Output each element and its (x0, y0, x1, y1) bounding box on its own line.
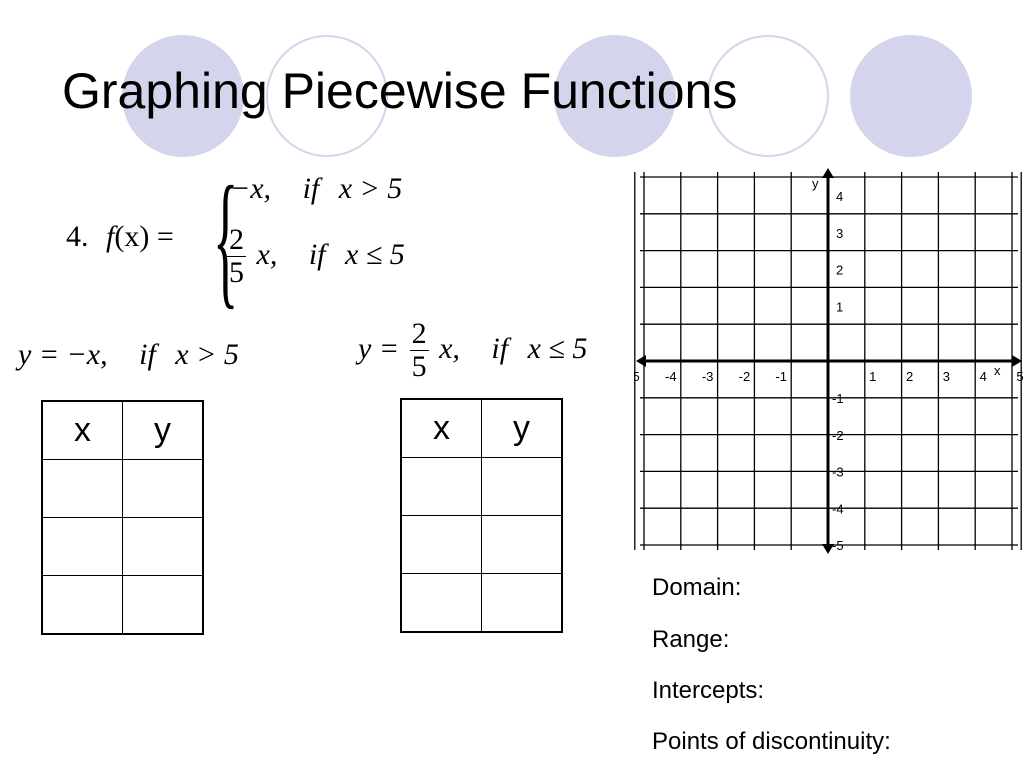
x-tick-label: 3 (943, 369, 950, 384)
x-tick-label: 2 (906, 369, 913, 384)
equation-right-numerator: 2 (409, 317, 429, 352)
equation-left: y = −x, if x > 5 (18, 340, 239, 370)
equation-right-lhs: y = (358, 331, 400, 365)
table-row (41, 575, 204, 635)
x-axis-label: x (994, 363, 1001, 378)
table-row (400, 515, 563, 574)
table-cell[interactable] (400, 457, 482, 516)
table-cell[interactable] (122, 575, 204, 635)
problem-number: 4. (66, 220, 89, 253)
table-cell[interactable] (481, 457, 563, 516)
table-cell[interactable] (481, 573, 563, 633)
table-row (400, 573, 563, 633)
y-tick-label: 4 (836, 189, 843, 204)
xy-table-right: x y (400, 398, 563, 633)
decor-circle-1 (122, 35, 244, 157)
x-tick-label: -2 (739, 369, 751, 384)
table-cell[interactable] (122, 459, 204, 518)
table-header-y: y (481, 398, 563, 458)
slide-title: Graphing Piecewise Functions (62, 63, 738, 119)
y-axis-label: y (812, 176, 819, 191)
equation-left-lhs: y = −x, (18, 338, 108, 371)
x-tick-label: 5 (1016, 369, 1023, 384)
equation-right-if: if (491, 331, 509, 365)
case-1-expression: −x, (230, 172, 272, 205)
table-cell[interactable] (41, 459, 123, 518)
range-label: Range: (652, 626, 730, 653)
equation-right-variable: x, (439, 331, 460, 365)
case-2-fraction: 2 5 (227, 223, 246, 290)
y-tick-label: -3 (832, 465, 844, 480)
x-tick-label: -3 (702, 369, 714, 384)
y-tick-label: 1 (836, 299, 843, 314)
table-row (41, 517, 204, 576)
domain-label: Domain: (652, 574, 742, 601)
discontinuity-label: Points of discontinuity: (652, 728, 891, 755)
x-tick-label: -5 (634, 369, 640, 384)
function-name: f (106, 220, 115, 253)
xy-table-left: x y (41, 400, 204, 635)
decor-circle-2 (266, 35, 388, 157)
x-tick-label: 4 (980, 369, 987, 384)
y-tick-label: 5 (836, 166, 843, 167)
y-tick-label: -4 (832, 501, 844, 516)
case-2: 2 5 x, if x ≤ 5 (224, 223, 405, 290)
y-tick-label: -1 (832, 391, 844, 406)
table-cell[interactable] (41, 517, 123, 576)
case-1-condition: x > 5 (338, 172, 403, 205)
table-header-x: x (41, 400, 123, 460)
y-tick-label: -5 (832, 538, 844, 553)
equation-right-fraction: 2 5 (409, 317, 429, 384)
coordinate-grid[interactable]: -5 -4 -3 -2 -1 1 2 3 4 5 5 4 3 2 1 -1 -2 -3 -4 -5 x y (634, 166, 1024, 556)
table-row (400, 457, 563, 516)
equation-right-condition: x ≤ 5 (527, 331, 588, 365)
x-axis-arrow-right (1012, 355, 1022, 367)
x-tick-label: 1 (869, 369, 876, 384)
table-header-row: x y (41, 400, 204, 460)
table-row (41, 459, 204, 518)
decor-circle-5 (850, 35, 972, 157)
table-cell[interactable] (400, 515, 482, 574)
equation-left-condition: x > 5 (175, 338, 239, 371)
y-axis-arrow-up (822, 168, 834, 178)
table-cell[interactable] (481, 515, 563, 574)
x-axis-arrow-left (636, 355, 646, 367)
table-header-y: y (122, 400, 204, 460)
x-tick-label: -4 (665, 369, 677, 384)
case-2-expression: x, (256, 237, 278, 271)
case-2-if: if (308, 237, 326, 271)
table-header-x: x (400, 398, 482, 458)
equation-left-if: if (139, 338, 156, 371)
y-tick-label: 2 (836, 263, 843, 278)
table-cell[interactable] (41, 575, 123, 635)
decor-circle-4 (707, 35, 829, 157)
case-2-denominator: 5 (229, 256, 244, 290)
case-1: −x, if x > 5 (230, 174, 402, 204)
decor-circle-3 (554, 35, 676, 157)
problem-lhs: 4. f(x) = (66, 222, 174, 252)
case-2-numerator: 2 (227, 223, 246, 258)
y-tick-label: -2 (832, 428, 844, 443)
table-cell[interactable] (122, 517, 204, 576)
table-header-row: x y (400, 398, 563, 458)
intercepts-label: Intercepts: (652, 677, 765, 704)
table-cell[interactable] (400, 573, 482, 633)
equation-right-denominator: 5 (411, 350, 427, 384)
function-argument: (x) = (114, 220, 174, 253)
y-axis-arrow-down (822, 544, 834, 554)
case-1-if: if (302, 172, 320, 205)
y-tick-label: 3 (836, 226, 843, 241)
x-tick-label: -1 (775, 369, 787, 384)
case-2-condition: x ≤ 5 (345, 237, 405, 271)
piecewise-brace: { (213, 156, 239, 322)
equation-right: y = 2 5 x, if x ≤ 5 (358, 317, 588, 384)
